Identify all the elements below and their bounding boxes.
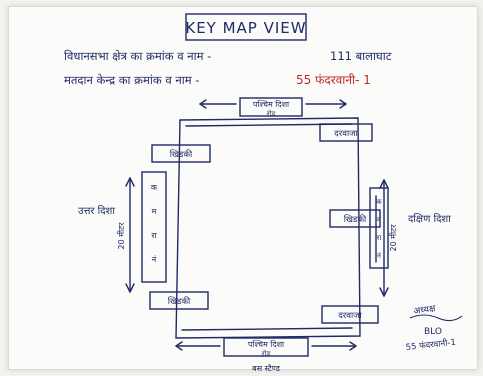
middle-right-window-label: खिडकी [344,214,367,225]
left-wall-char: क [151,183,158,192]
right-wall-panel [369,187,389,269]
top-left-window-label: खिडकी [170,149,193,160]
title-box [185,13,307,41]
left-distance-label: 20 मीटर [116,222,126,250]
signature-place: 55 फंदरवानी-1 [405,337,456,353]
left-wall-char: रा [151,231,157,240]
bottom-road-sub-label: रोड [262,349,271,358]
bottom-inner-line [181,327,353,331]
building-outline [175,117,361,339]
bottom-road-box [223,337,309,357]
bottom-road-label: पश्चिम दिशा [248,339,285,349]
left-wall-panel [141,171,167,283]
top-road-label: पश्चिम दिशा [253,99,290,109]
right-wall-char: म [377,216,382,224]
signature-text: अध्यक्ष [413,304,437,317]
bottom-left-window-box [149,291,209,310]
bottom-note: बस स्टैण्ड [252,363,280,373]
left-direction-label: उत्तर दिशा [78,205,115,217]
top-right-door-box [319,123,373,142]
top-left-window-box [151,144,211,163]
bottom-left-window-label: खिडकी [168,296,191,307]
left-wall-char: नं [152,255,157,264]
paper-sheet [8,6,478,370]
header-line1-value: 111 बालाघाट [330,49,392,63]
signature-role: BLO [424,327,442,337]
right-wall-char: क [376,198,382,206]
right-direction-label: दक्षिण दिशा [408,213,451,225]
header-line2-value: 55 फंदरवानी- 1 [296,73,371,87]
signature-scribble [409,314,463,322]
top-right-door-label: दरवाजा [334,129,358,139]
bottom-right-door-box [321,305,379,324]
left-wall-char: म [152,207,157,216]
right-wall-char: रा [377,234,382,242]
bottom-right-door-label: दरवाजा [338,311,362,321]
top-road-box [239,97,303,117]
page-title: KEY MAP VIEW [185,19,306,37]
right-wall-char: नं [377,252,381,260]
top-road-sub-label: रोड [267,109,276,118]
header-line2-label: मतदान केन्द्र का क्रमांक व नाम - [64,73,199,87]
middle-right-window-box [329,209,381,228]
header-line1-label: विधानसभा क्षेत्र का क्रमांक व नाम - [64,49,211,63]
right-distance-label: 20 मीटर [388,224,398,252]
